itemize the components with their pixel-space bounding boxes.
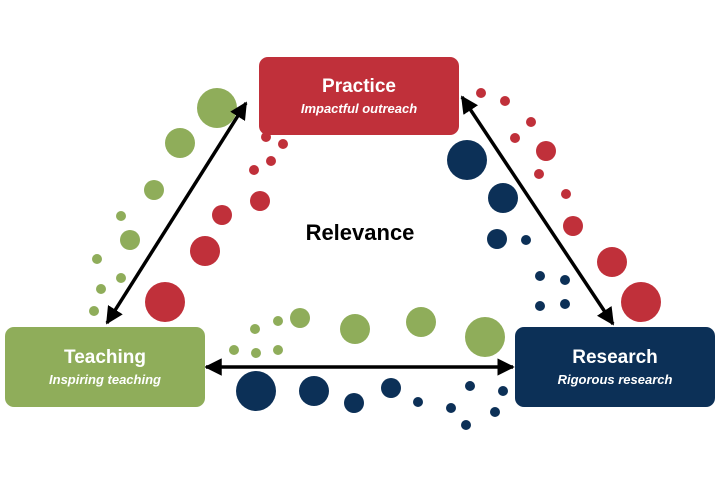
decorative-dot-practice <box>500 96 510 106</box>
decorative-dot-research <box>490 407 500 417</box>
decorative-dot-research <box>299 376 329 406</box>
decorative-dot-teaching <box>116 273 126 283</box>
teaching-subtitle: Inspiring teaching <box>49 371 161 387</box>
decorative-dot-teaching <box>273 345 283 355</box>
decorative-dot-research <box>381 378 401 398</box>
decorative-dot-teaching <box>251 348 261 358</box>
decorative-dot-practice <box>476 88 486 98</box>
decorative-dot-practice <box>510 133 520 143</box>
practice-subtitle: Impactful outreach <box>300 100 418 116</box>
practice-title: Practice <box>322 75 396 97</box>
decorative-dot-practice <box>212 205 232 225</box>
decorative-dot-teaching <box>165 128 195 158</box>
decorative-dot-practice <box>563 216 583 236</box>
decorative-dot-teaching <box>116 211 126 221</box>
decorative-dot-practice <box>278 139 288 149</box>
decorative-dot-research <box>446 403 456 413</box>
decorative-dot-practice <box>190 236 220 266</box>
decorative-dot-practice <box>597 247 627 277</box>
decorative-dot-practice <box>526 117 536 127</box>
decorative-dot-teaching <box>290 308 310 328</box>
decorative-dot-research <box>535 271 545 281</box>
decorative-dot-research <box>535 301 545 311</box>
decorative-dot-research <box>560 275 570 285</box>
research-subtitle: Rigorous research <box>557 371 673 387</box>
research-title: Research <box>572 346 658 368</box>
decorative-dot-research <box>488 183 518 213</box>
decorative-dot-research <box>236 371 276 411</box>
decorative-dot-teaching <box>229 345 239 355</box>
teaching-title: Teaching <box>64 346 146 368</box>
decorative-dot-teaching <box>96 284 106 294</box>
decorative-dot-practice <box>621 282 661 322</box>
teaching-box: Teaching Inspiring teaching <box>5 327 205 407</box>
decorative-dot-research <box>560 299 570 309</box>
decorative-dot-teaching <box>89 306 99 316</box>
decorative-dot-practice <box>534 169 544 179</box>
arrow-practice-teaching <box>105 101 248 325</box>
research-box: Research Rigorous research <box>515 327 715 407</box>
decorative-dot-research <box>487 229 507 249</box>
decorative-dot-practice <box>249 165 259 175</box>
decorative-dot-teaching <box>273 316 283 326</box>
decorative-dot-teaching <box>340 314 370 344</box>
decorative-dot-teaching <box>465 317 505 357</box>
decorative-dot-practice <box>561 189 571 199</box>
decorative-dot-teaching <box>144 180 164 200</box>
arrows <box>105 95 615 376</box>
decorative-dot-teaching <box>92 254 102 264</box>
decorative-dot-research <box>465 381 475 391</box>
center-label: Relevance <box>305 220 415 245</box>
decorative-dot-practice <box>250 191 270 211</box>
practice-box: Practice Impactful outreach <box>259 57 459 135</box>
decorative-dot-teaching <box>250 324 260 334</box>
decorative-dot-practice <box>266 156 276 166</box>
decorative-dot-research <box>413 397 423 407</box>
decorative-dot-practice <box>145 282 185 322</box>
decorative-dot-research <box>344 393 364 413</box>
decorative-dot-research <box>461 420 471 430</box>
decorative-dot-research <box>447 140 487 180</box>
arrow-practice-research <box>460 95 615 326</box>
decorative-dot-teaching <box>197 88 237 128</box>
decorative-dot-practice <box>536 141 556 161</box>
decorative-dot-teaching <box>120 230 140 250</box>
decorative-dot-research <box>521 235 531 245</box>
decorative-dot-research <box>498 386 508 396</box>
decorative-dot-teaching <box>406 307 436 337</box>
